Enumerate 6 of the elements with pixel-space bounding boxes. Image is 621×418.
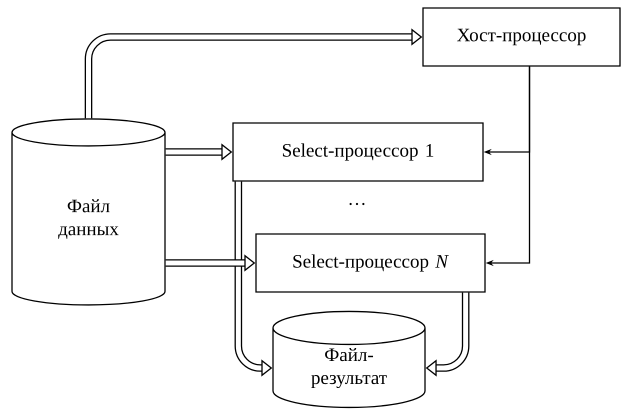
ellipsis: … <box>350 202 364 206</box>
file-cylinder: Файл данных <box>11 118 166 306</box>
process-box: Select-процессор N <box>255 233 486 293</box>
file-cylinder: Файл-результат <box>272 310 426 408</box>
process-box: Хост-процессор <box>422 7 621 67</box>
process-box: Select-процессор 1 <box>232 122 484 182</box>
